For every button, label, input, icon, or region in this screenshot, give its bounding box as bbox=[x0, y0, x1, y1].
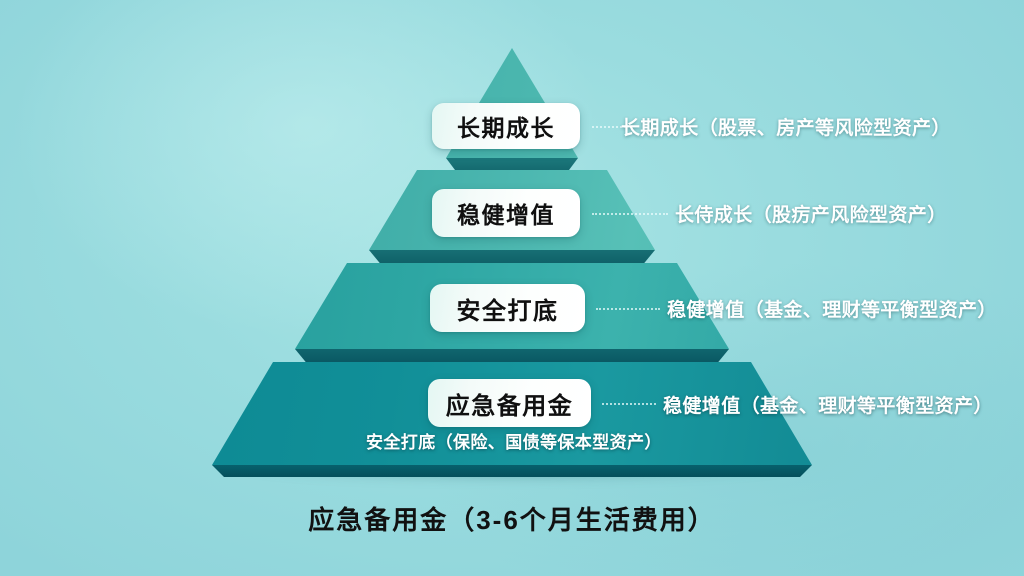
tier-3-chip[interactable]: 安全打底 bbox=[430, 284, 585, 332]
bottom-caption: 应急备用金（3-6个月生活费用） bbox=[308, 505, 716, 535]
tier-4-chip[interactable]: 应急备用金 bbox=[428, 379, 591, 427]
tier-2-connector bbox=[592, 213, 668, 215]
tier-1-connector bbox=[592, 126, 626, 128]
tier-1-chip-label: 长期成长 bbox=[457, 115, 555, 141]
tier-4-underside bbox=[212, 465, 812, 477]
tier-1-annotation: 长期成长（股票、房产等风险型资产） bbox=[621, 118, 951, 139]
tier-2-annotation: 长侍成长（股疠产风险型资产） bbox=[675, 205, 947, 226]
tier-3-chip-label: 安全打底 bbox=[456, 297, 559, 325]
tier-4-chip-label: 应急备用金 bbox=[445, 392, 574, 420]
tier-2-chip-label: 稳健增值 bbox=[457, 202, 555, 228]
tier-3-underside bbox=[295, 349, 729, 366]
pyramid-base-note: 安全打底（保险、国债等保本型资产） bbox=[366, 433, 662, 452]
tier-2-underside bbox=[369, 250, 655, 267]
tier-4-annotation: 稳健增值（基金、理财等平衡型资产） bbox=[663, 396, 993, 417]
tier-4-connector bbox=[602, 403, 656, 405]
tier-1-chip[interactable]: 长期成长 bbox=[432, 103, 580, 149]
tier-2-chip[interactable]: 稳健增值 bbox=[432, 189, 580, 237]
tier-3-connector bbox=[596, 308, 660, 310]
tier-3-annotation: 稳健增值（基金、理财等平衡型资产） bbox=[667, 300, 997, 321]
